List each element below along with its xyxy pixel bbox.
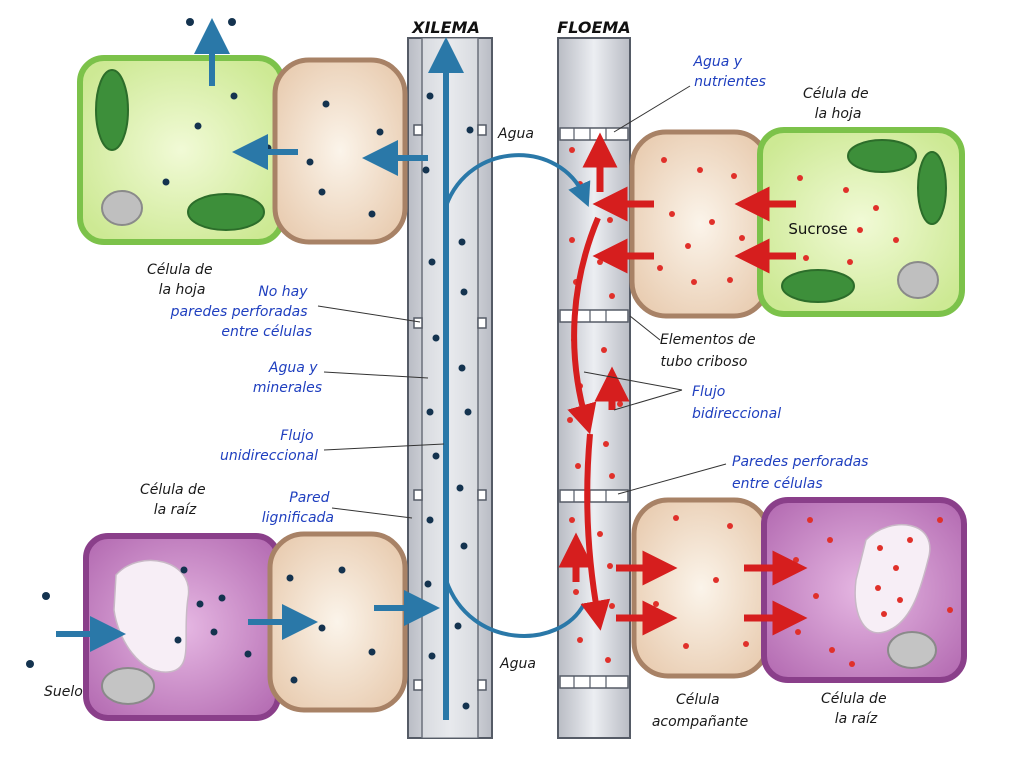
root-cell-right — [761, 497, 967, 683]
phloem-down-curve-1 — [567, 216, 601, 435]
vacuole — [113, 559, 190, 673]
label-bidirectional-flow: Flujo bidireccional — [692, 384, 781, 422]
xylem-pits — [413, 124, 487, 691]
label-root-cell-right: Célula de la raíz — [821, 691, 891, 727]
label-leaf-cell-left: Célula de la hoja — [147, 262, 217, 298]
water-dots — [26, 18, 474, 710]
red-arrows — [558, 132, 808, 636]
label-perforated-walls: Paredes perforadas entre células — [732, 454, 873, 492]
label-no-perforated-walls: No hay paredes perforadas entre células — [170, 284, 312, 340]
chloroplast — [847, 139, 917, 173]
label-leaf-cell-right: Célula de la hoja — [803, 86, 873, 122]
leaf-cell-right — [757, 127, 965, 317]
nucleus — [887, 631, 937, 669]
title-phloem: FLOEMA — [557, 18, 630, 37]
nucleus — [101, 667, 155, 705]
water-curve-top — [444, 153, 591, 208]
phloem-down-curve-2 — [580, 433, 611, 631]
nucleus — [897, 261, 939, 299]
companion-cell-lower — [631, 497, 771, 679]
chloroplast — [781, 269, 855, 303]
label-water-bottom: Agua — [499, 656, 536, 672]
root-cell-left — [83, 533, 281, 721]
label-root-cell-left: Célula de la raíz — [140, 482, 210, 518]
vacuole — [854, 523, 931, 634]
chloroplast — [187, 193, 265, 231]
label-water-top: Agua — [497, 126, 534, 142]
label-water-minerals: Agua y minerales — [253, 360, 322, 396]
nucleus — [101, 190, 143, 226]
label-water-nutrients: Agua y nutrientes — [692, 54, 765, 90]
xylem-tube — [407, 37, 493, 739]
leader-lines — [317, 85, 727, 519]
label-sucrose: Sucrose — [788, 220, 847, 238]
blue-arrows — [56, 18, 591, 720]
label-companion-cell: Célula acompañante — [652, 692, 748, 730]
title-xylem: XILEMA — [411, 18, 480, 37]
label-soil: Suelo — [44, 684, 83, 700]
label-sieve-tube-elements: Elementos de tubo criboso — [660, 332, 760, 370]
companion-cell-upper — [629, 129, 771, 319]
phloem-tube — [557, 37, 631, 739]
chloroplast — [95, 69, 129, 151]
label-unidirectional-flow: Flujo unidireccional — [220, 428, 318, 464]
water-curve-bottom — [444, 579, 586, 638]
chloroplast — [917, 151, 947, 225]
label-lignified-wall: Pared lignificada — [262, 490, 334, 526]
sugar-dots — [567, 147, 953, 667]
